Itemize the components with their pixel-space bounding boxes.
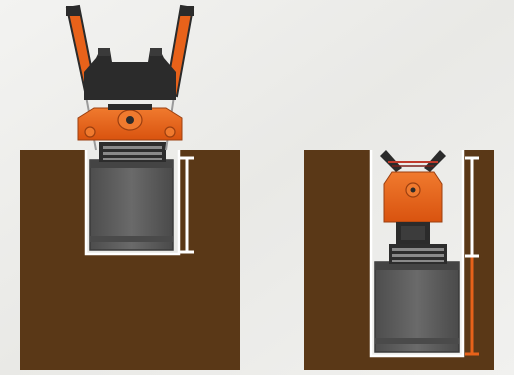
right-trench-lining xyxy=(369,150,465,358)
right-soil xyxy=(304,150,494,370)
left-depth-marker-icon xyxy=(180,156,194,254)
right-panel xyxy=(304,150,494,370)
left-panel xyxy=(20,4,240,370)
left-trench-lining xyxy=(84,150,181,256)
right-shoring-box-icon xyxy=(374,244,460,353)
right-excavator-attachment-icon xyxy=(380,150,446,244)
left-excavator-attachment-icon xyxy=(65,4,195,151)
left-soil xyxy=(20,150,240,370)
left-shoring-box-icon xyxy=(89,142,174,251)
right-depth-marker-icon xyxy=(465,156,479,356)
